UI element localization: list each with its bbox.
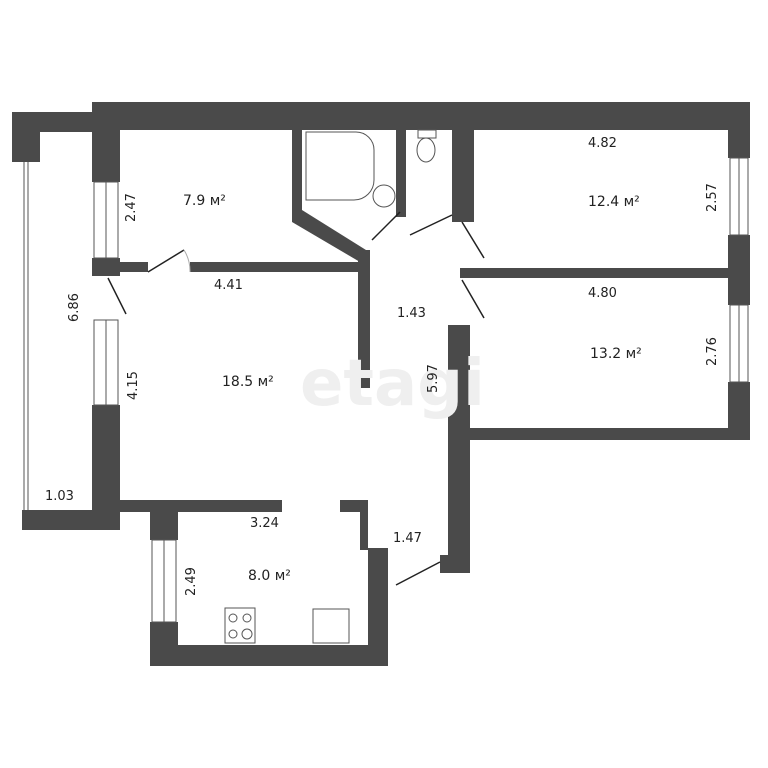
sink-icon [372,184,396,208]
stove-icon [224,607,256,644]
dim-living-width: 4.41 [214,278,243,293]
walls [12,102,750,666]
doors [107,211,485,586]
shower-icon [305,131,375,201]
watermark: etagi [300,347,485,421]
dim-kitchen-height: 2.49 [184,567,199,596]
area-bedroom-2: 13.2 м² [590,346,642,362]
dim-corridor-3: 1.47 [393,531,422,546]
area-bedroom-1: 12.4 м² [588,194,640,210]
dim-bedroom-2-width: 4.80 [588,286,617,301]
dim-bedroom-1-width: 4.82 [588,136,617,151]
area-bedroom-small: 7.9 м² [183,193,226,209]
windows [23,157,749,623]
fixtures [224,129,437,644]
dim-bedroom-2-height: 2.76 [705,337,720,366]
dim-corridor-2: 5.97 [426,364,441,393]
dim-balcony-width: 1.03 [45,489,74,504]
area-kitchen: 8.0 м² [248,568,291,584]
toilet-icon [416,137,436,163]
kitchen-sink-icon [312,608,350,644]
area-living-room: 18.5 м² [222,374,274,390]
dim-bedroom-1-height: 2.57 [705,183,720,212]
dim-bedroom-small-height: 2.47 [124,193,139,222]
dim-corridor-1: 1.43 [397,306,426,321]
dim-living-height: 4.15 [126,371,141,400]
dim-balcony-length: 6.86 [67,293,82,322]
dim-kitchen-width: 3.24 [250,516,279,531]
